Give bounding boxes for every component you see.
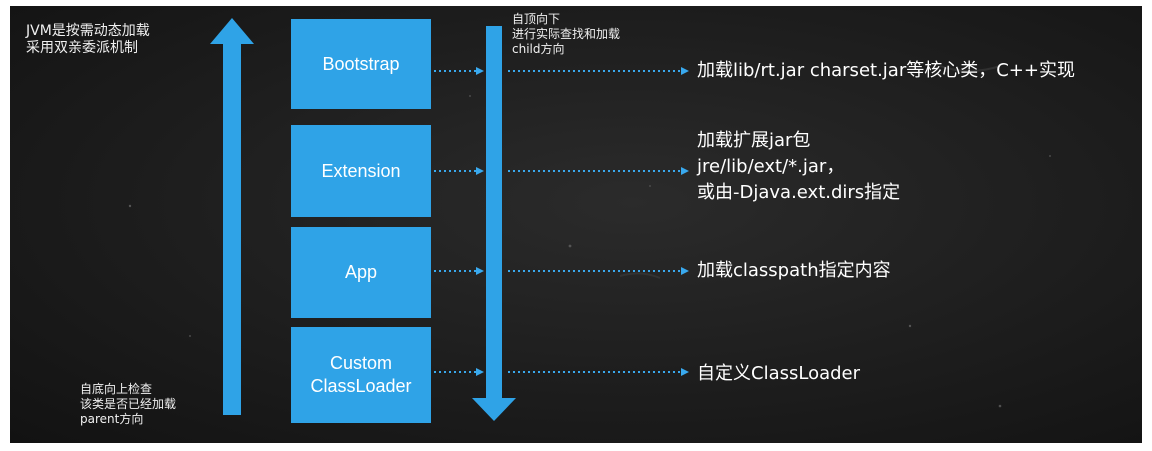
bootstrap-loader-box: Bootstrap — [291, 19, 431, 109]
up-arrow — [210, 18, 254, 415]
connector-custom-right — [508, 368, 689, 376]
connector-app-left — [434, 267, 484, 275]
connector-extension-left — [434, 167, 484, 175]
note-line: JVM是按需动态加载 — [26, 23, 150, 39]
connector-bootstrap-left — [434, 67, 484, 75]
note-line: 自底向上检查 — [80, 382, 153, 396]
note-line: 采用双亲委派机制 — [26, 40, 138, 56]
app-description: 加载classpath指定内容 — [697, 258, 891, 284]
description-line: 加载lib/rt.jar charset.jar等核心类，C++实现 — [697, 60, 1075, 81]
description-line: jre/lib/ext/*.jar， — [697, 156, 845, 177]
note-line: 进行实际查找和加载 — [512, 27, 621, 41]
custom-loader-box: Custom ClassLoader — [291, 327, 431, 423]
connector-bootstrap-right — [508, 67, 689, 75]
description-line: 加载classpath指定内容 — [697, 260, 891, 281]
note-line: child方向 — [512, 42, 565, 56]
diagram-slide: JVM是按需动态加载 采用双亲委派机制 自顶向下 进行实际查找和加载 child… — [10, 6, 1142, 443]
loader-label: Extension — [321, 160, 401, 181]
note-line: 自顶向下 — [512, 12, 561, 26]
chalk-texture — [128, 65, 1051, 408]
bootstrap-description: 加载lib/rt.jar charset.jar等核心类，C++实现 — [697, 58, 1075, 84]
description-line: 或由-Djava.ext.dirs指定 — [697, 182, 901, 203]
note-bottom-left: 自底向上检查 该类是否已经加载 parent方向 — [80, 382, 176, 427]
down-arrow — [472, 26, 516, 421]
connector-custom-left — [434, 368, 484, 376]
connector-extension-right — [508, 167, 689, 175]
extension-loader-box: Extension — [291, 125, 431, 217]
note-line: parent方向 — [80, 412, 144, 426]
description-line: 自定义ClassLoader — [697, 363, 861, 384]
note-top-right: 自顶向下 进行实际查找和加载 child方向 — [512, 12, 620, 57]
app-loader-box: App — [291, 227, 431, 318]
loader-label: ClassLoader — [310, 376, 412, 396]
loader-label: Bootstrap — [322, 53, 400, 74]
extension-description: 加载扩展jar包 jre/lib/ext/*.jar， 或由-Djava.ext… — [697, 128, 900, 206]
arrows-layer — [210, 18, 689, 421]
loader-label: App — [344, 262, 378, 282]
description-line: 加载扩展jar包 — [697, 130, 811, 151]
note-top-left: JVM是按需动态加载 采用双亲委派机制 — [26, 23, 150, 57]
note-line: 该类是否已经加载 — [80, 397, 177, 411]
custom-description: 自定义ClassLoader — [697, 361, 860, 387]
loader-label: Custom — [329, 353, 392, 373]
connector-app-right — [508, 267, 689, 275]
